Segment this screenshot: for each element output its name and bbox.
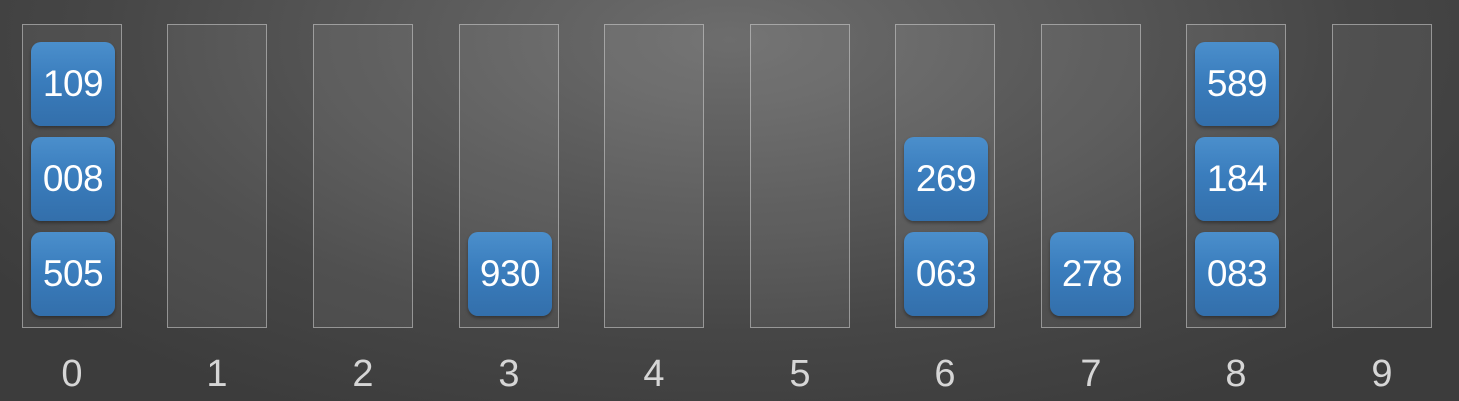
bucket-label-0: 0 [61, 353, 83, 395]
number-tile: 505 [31, 232, 115, 316]
bucket-label-8: 8 [1225, 353, 1247, 395]
bucket-4 [604, 24, 704, 328]
bucket-3: 930 [459, 24, 559, 328]
number-tile: 930 [468, 232, 552, 316]
bucket-label-9: 9 [1371, 353, 1393, 395]
bucket-7: 278 [1041, 24, 1141, 328]
bucket-label-6: 6 [934, 353, 956, 395]
number-tile: 184 [1195, 137, 1279, 221]
bucket-6: 063 269 [895, 24, 995, 328]
number-tile: 589 [1195, 42, 1279, 126]
bucket-label-3: 3 [498, 353, 520, 395]
bucket-8: 083 184 589 [1186, 24, 1286, 328]
number-tile: 269 [904, 137, 988, 221]
bucket-0: 505 008 109 [22, 24, 122, 328]
bucket-1 [167, 24, 267, 328]
number-tile: 083 [1195, 232, 1279, 316]
bucket-2 [313, 24, 413, 328]
bucket-label-5: 5 [789, 353, 811, 395]
number-tile: 008 [31, 137, 115, 221]
bucket-9 [1332, 24, 1432, 328]
number-tile: 063 [904, 232, 988, 316]
bucket-label-1: 1 [206, 353, 228, 395]
bucket-5 [750, 24, 850, 328]
bucket-label-4: 4 [643, 353, 665, 395]
number-tile: 109 [31, 42, 115, 126]
number-tile: 278 [1050, 232, 1134, 316]
bucket-label-2: 2 [352, 353, 374, 395]
bucket-label-7: 7 [1080, 353, 1102, 395]
